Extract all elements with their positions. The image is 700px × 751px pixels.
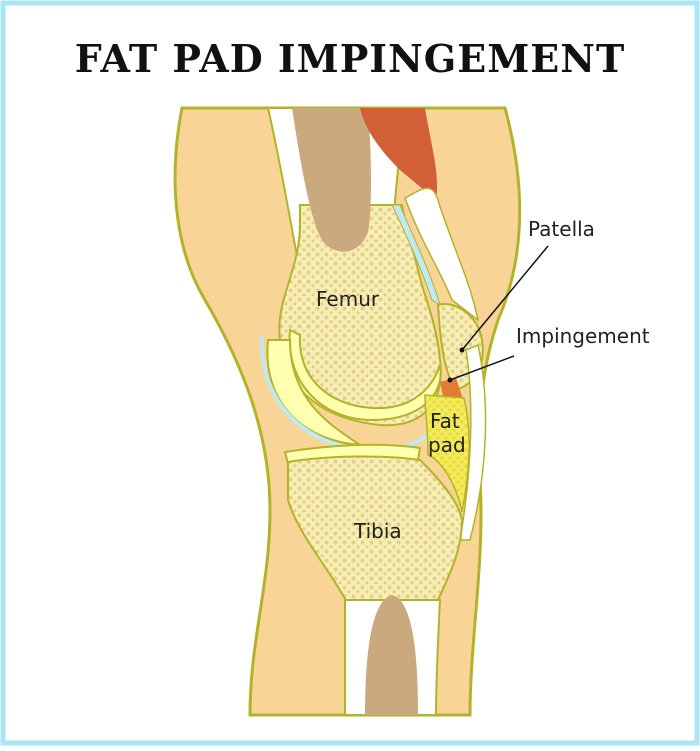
femoral-cartilage: [288, 328, 442, 422]
label-impingement: Impingement: [516, 324, 650, 348]
label-fat-pad-line2: pad: [428, 433, 466, 457]
fat-pad: [424, 394, 470, 513]
quadriceps-muscle: [360, 108, 438, 200]
tibia-marrow: [365, 595, 418, 715]
leader-patella: [461, 245, 549, 351]
label-patella: Patella: [528, 217, 595, 241]
quadriceps-tendon: [404, 187, 480, 322]
tibia-head: [287, 455, 464, 621]
leader-impingement: [449, 355, 515, 381]
label-femur: Femur: [316, 287, 380, 311]
patellar-tendon: [459, 343, 487, 541]
femur-marrow: [292, 108, 371, 252]
leader-impingement-dot: [447, 377, 453, 383]
label-tibia: Tibia: [353, 519, 402, 543]
leader-patella-dot: [459, 347, 465, 353]
page-title: FAT PAD IMPINGEMENT: [74, 36, 626, 81]
label-fat-pad-line1: Fat: [430, 409, 460, 433]
femur-condyle: [278, 204, 442, 427]
